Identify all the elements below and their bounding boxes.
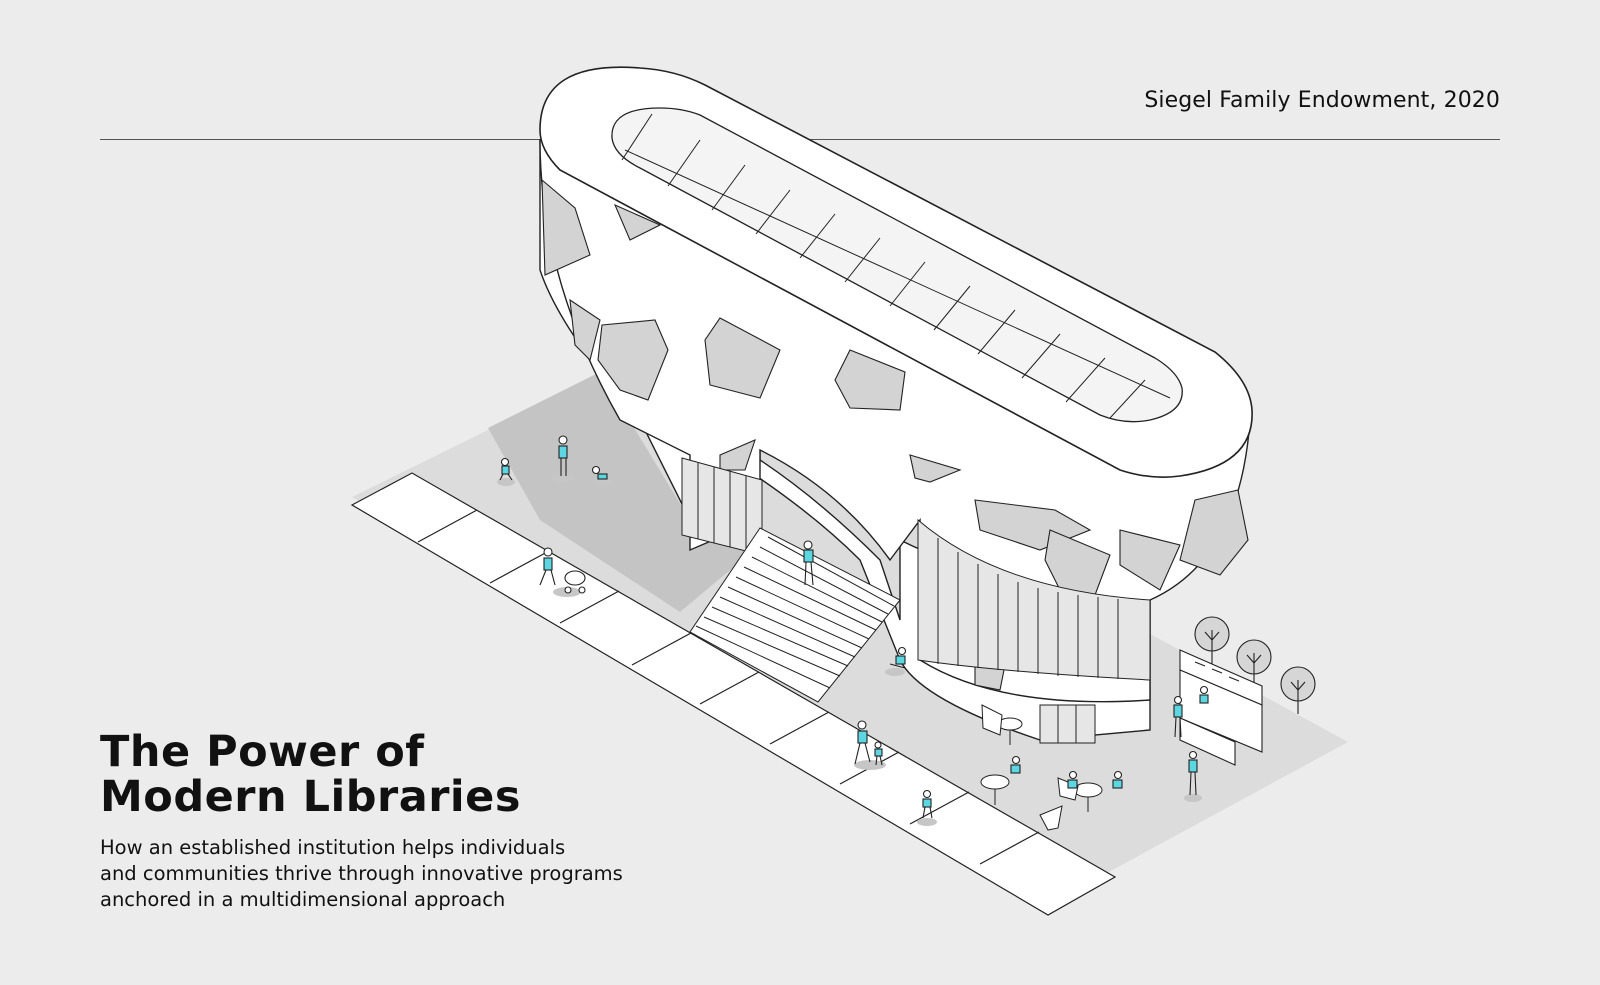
people-kiosk [1173, 685, 1209, 738]
subtitle-line-3: anchored in a multidimensional approach [100, 888, 506, 911]
person-on-stairs [803, 540, 814, 586]
person-reading [885, 646, 907, 676]
building-shadow [488, 372, 760, 612]
subtitle-line-1: How an established institution helps ind… [100, 836, 566, 859]
person-stroller [539, 547, 586, 597]
person-family [854, 720, 886, 770]
kiosk [1179, 649, 1263, 766]
cafe-tables [980, 704, 1103, 831]
page-title: The Power of Modern Libraries [100, 730, 521, 820]
person-standing-right [1184, 750, 1202, 802]
lower-door [1039, 704, 1096, 744]
skylight-grid [621, 113, 1171, 419]
title-line-1: The Power of [100, 727, 425, 777]
page-subtitle: How an established institution helps ind… [100, 835, 623, 913]
facade-panels [541, 178, 1249, 691]
person-child-1 [497, 457, 515, 486]
credit-text: Siegel Family Endowment, 2020 [1144, 88, 1500, 113]
person-adult-1 [551, 435, 575, 483]
skylight [611, 107, 1183, 423]
person-sitting-1 [591, 465, 613, 485]
people-cafe [1010, 755, 1123, 789]
staircase [689, 527, 901, 703]
person-scooter [917, 789, 937, 826]
subtitle-line-2: and communities thrive through innovativ… [100, 862, 623, 885]
trees [1194, 616, 1316, 714]
title-line-2: Modern Libraries [100, 772, 521, 822]
curtain-wall-right [917, 518, 1151, 681]
people [497, 435, 1209, 826]
